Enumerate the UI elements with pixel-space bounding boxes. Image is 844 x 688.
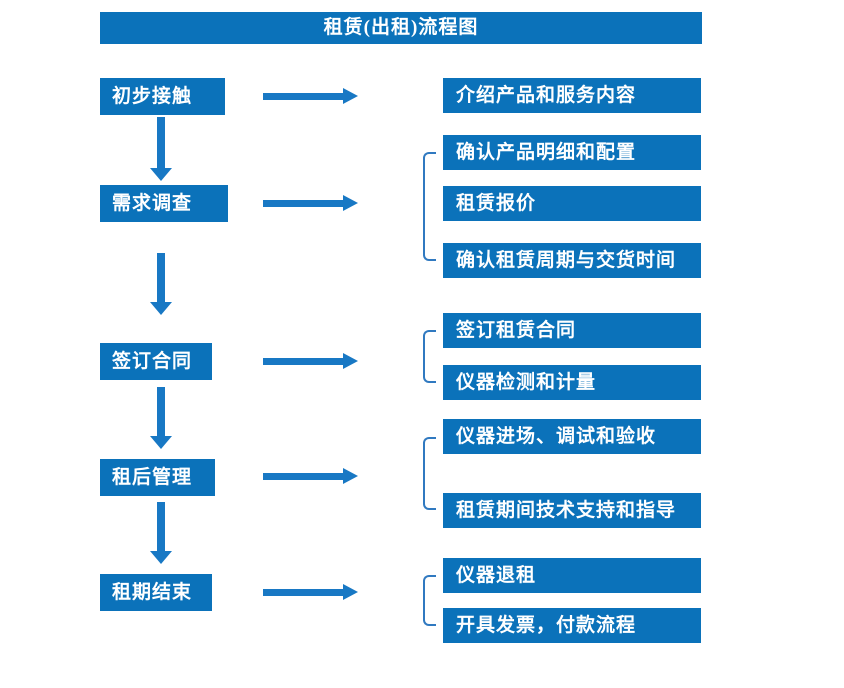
- step-box-demand-survey: 需求调查: [100, 185, 228, 222]
- arrow-head: [343, 353, 358, 369]
- arrow-shaft: [263, 473, 343, 480]
- step-box-rental-end: 租期结束: [100, 574, 212, 611]
- arrow-down-icon-3: [150, 387, 172, 449]
- arrow-shaft: [157, 253, 165, 302]
- arrow-shaft: [263, 589, 343, 596]
- arrow-shaft: [263, 200, 343, 207]
- bracket-group-sign-contract: [423, 330, 436, 383]
- arrow-right-icon-3: [263, 353, 358, 369]
- page-title: 租赁(出租)流程图: [323, 17, 479, 38]
- arrow-shaft: [157, 117, 165, 168]
- arrow-head: [150, 551, 172, 564]
- output-box-confirm-rental-period: 确认租赁周期与交货时间: [443, 243, 701, 278]
- arrow-head: [343, 88, 358, 104]
- output-box-confirm-product-details: 确认产品明细和配置: [443, 135, 701, 170]
- arrow-shaft: [157, 502, 165, 551]
- step-box-sign-contract: 签订合同: [100, 343, 212, 380]
- output-box-instrument-inspection: 仪器检测和计量: [443, 365, 701, 400]
- arrow-head: [343, 195, 358, 211]
- output-box-rental-quote: 租赁报价: [443, 186, 701, 221]
- step-box-initial-contact: 初步接触: [100, 78, 225, 115]
- output-box-invoice-payment: 开具发票，付款流程: [443, 608, 701, 643]
- arrow-shaft: [263, 358, 343, 365]
- bracket-group-rental-end: [423, 575, 436, 626]
- bracket-group-demand-survey: [423, 152, 436, 261]
- arrow-head: [150, 302, 172, 315]
- output-box-technical-support: 租赁期间技术支持和指导: [443, 493, 701, 528]
- output-box-instrument-return: 仪器退租: [443, 558, 701, 593]
- arrow-shaft: [157, 387, 165, 436]
- output-box-instrument-setup: 仪器进场、调试和验收: [443, 419, 701, 454]
- arrow-down-icon-2: [150, 253, 172, 315]
- arrow-right-icon-4: [263, 468, 358, 484]
- arrow-head: [343, 468, 358, 484]
- arrow-head: [343, 584, 358, 600]
- arrow-right-icon-2: [263, 195, 358, 211]
- arrow-head: [150, 168, 172, 181]
- arrow-head: [150, 436, 172, 449]
- bracket-group-post-rental: [423, 437, 436, 510]
- output-box-introduce-products: 介绍产品和服务内容: [443, 78, 701, 113]
- arrow-right-icon-5: [263, 584, 358, 600]
- arrow-right-icon-1: [263, 88, 358, 104]
- step-box-post-rental-management: 租后管理: [100, 459, 215, 496]
- arrow-down-icon-1: [150, 117, 172, 181]
- output-box-sign-rental-contract: 签订租赁合同: [443, 313, 701, 348]
- arrow-down-icon-4: [150, 502, 172, 564]
- title-bar: 租赁(出租)流程图: [100, 12, 702, 44]
- arrow-shaft: [263, 93, 343, 100]
